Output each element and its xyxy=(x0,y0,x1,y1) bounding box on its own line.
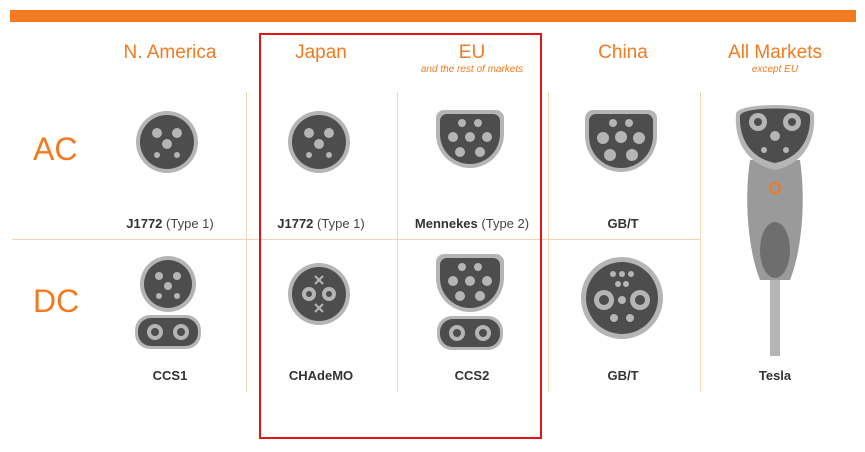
plug-label-j1772: J1772 (Type 1) xyxy=(95,216,245,232)
plug-name: Mennekes xyxy=(414,216,478,231)
column-header-china: China xyxy=(548,42,698,64)
row-header-ac: AC xyxy=(33,131,78,167)
plug-label-chademo: CHAdeMO xyxy=(246,368,396,384)
plug-name: Tesla xyxy=(758,368,792,383)
row-header-dc: DC xyxy=(33,283,80,319)
column-divider xyxy=(246,92,247,392)
plug-type: (Type 2) xyxy=(477,216,530,231)
plug-name: CHAdeMO xyxy=(288,368,354,383)
column-header-all-markets: All Markets except EU xyxy=(700,42,850,76)
plug-name: CCS2 xyxy=(454,368,490,383)
top-accent-bar xyxy=(10,10,856,22)
column-header-eu: EU and the rest of markets xyxy=(397,42,547,76)
plug-name: J1772 xyxy=(277,216,314,231)
plug-label-ccs2: CCS2 xyxy=(397,368,547,384)
column-header-n-america: N. America xyxy=(95,42,245,64)
plug-label-mennekes: Mennekes (Type 2) xyxy=(397,216,547,232)
plug-name: J1772 xyxy=(126,216,163,231)
ccs2-connector-icon xyxy=(436,254,504,350)
plug-label-tesla: Tesla xyxy=(700,368,850,384)
column-subtitle: and the rest of markets xyxy=(420,64,524,75)
column-title: N. America xyxy=(123,42,217,63)
column-title: All Markets xyxy=(728,42,822,63)
column-divider xyxy=(700,92,701,392)
j1772-connector-icon xyxy=(136,111,198,173)
plug-name: GB/T xyxy=(607,368,639,383)
column-divider xyxy=(397,92,398,392)
plug-label-ccs1: CCS1 xyxy=(95,368,245,384)
plug-name: CCS1 xyxy=(152,368,188,383)
plug-label-j1772: J1772 (Type 1) xyxy=(246,216,396,232)
plug-type: (Type 1) xyxy=(162,216,214,231)
mennekes-connector-icon xyxy=(436,110,504,168)
plug-label-gbt-ac: GB/T xyxy=(548,216,698,232)
column-title: Japan xyxy=(295,42,347,63)
plug-label-gbt-dc: GB/T xyxy=(548,368,698,384)
plug-type: (Type 1) xyxy=(313,216,365,231)
chademo-connector-icon xyxy=(288,263,350,325)
gbt-ac-connector-icon xyxy=(585,110,657,172)
column-title: EU xyxy=(458,42,486,63)
gbt-dc-connector-icon xyxy=(581,257,663,339)
row-divider xyxy=(12,239,700,240)
ccs1-connector-icon xyxy=(135,256,201,349)
column-title: China xyxy=(598,42,648,63)
column-subtitle: except EU xyxy=(751,64,799,75)
tesla-connector-icon xyxy=(735,105,815,356)
column-divider xyxy=(548,92,549,392)
plug-name: GB/T xyxy=(607,216,639,231)
column-header-japan: Japan xyxy=(246,42,396,64)
j1772-connector-icon xyxy=(288,111,350,173)
highlight-box xyxy=(259,33,542,439)
